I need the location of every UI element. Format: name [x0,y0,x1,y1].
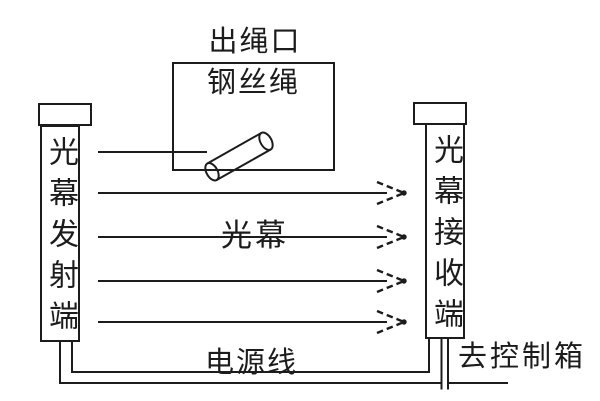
to-control-box-label: 去控制箱 [458,339,587,373]
power-cable-lines [59,339,508,390]
rope-exit-box [172,62,335,171]
wire-rope-label: 钢丝绳 [206,65,300,99]
cylinder-right-end [258,131,274,151]
light-beam-arrowheads [375,180,408,335]
power-cable-inner [71,339,430,373]
light-curtain-label: 光幕 [221,218,289,254]
receiver-label: 光幕接收端 [428,134,463,339]
power-cable-label: 电源线 [205,345,299,379]
cylinder-bottom-edge [216,148,272,181]
rope-exit-label: 出绳口 [208,24,302,58]
emitter-column [40,125,80,342]
light-beam-lines [98,151,387,323]
power-cable-outer [59,341,442,384]
receiver-column [425,123,465,339]
emitter-column-cap [38,103,92,126]
cylinder-top-edge [206,132,262,165]
receiver-column-cap [413,102,467,125]
emitter-label: 光幕发射端 [43,136,78,341]
